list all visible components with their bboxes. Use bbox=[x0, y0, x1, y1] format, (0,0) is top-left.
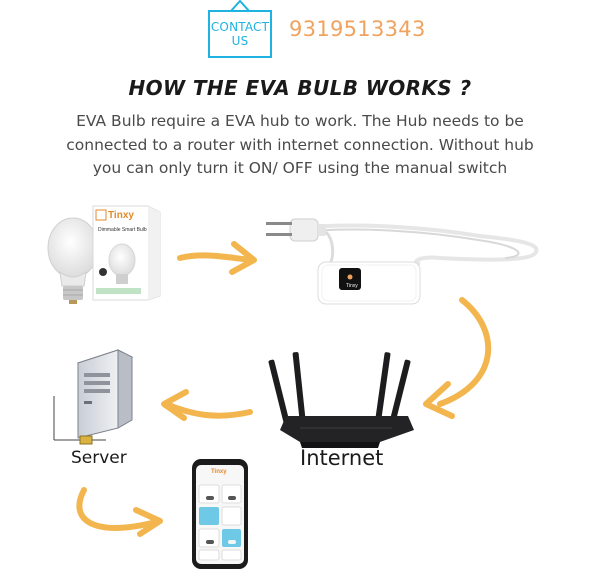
page-title: HOW THE EVA BULB WORKS ? bbox=[128, 76, 472, 100]
bulb-box-subtitle: Dimmable Smart Bulb bbox=[98, 227, 147, 233]
phone-number[interactable]: 9319513343 bbox=[289, 17, 426, 41]
arrow-icon bbox=[177, 241, 257, 275]
arrow-icon bbox=[76, 487, 163, 537]
contact-label-line1: CONTACT bbox=[210, 20, 270, 34]
contact-us-button[interactable]: CONTACT US bbox=[208, 10, 272, 58]
description: EVA Bulb require a EVA hub to work. The … bbox=[40, 110, 560, 181]
phone-app-brand: Tinxy bbox=[211, 469, 227, 475]
description-line: you can only turn it ON/ OFF using the m… bbox=[92, 159, 508, 177]
contact-hanger-icon bbox=[229, 0, 251, 12]
smartphone-icon bbox=[192, 459, 248, 569]
description-line: EVA Bulb require a EVA hub to work. The … bbox=[76, 112, 524, 130]
bulb-box-brand: Tinxy bbox=[108, 210, 134, 221]
contact-label-line2: US bbox=[231, 34, 249, 48]
arrow-icon bbox=[161, 389, 253, 421]
description-line: connected to a router with internet conn… bbox=[66, 135, 534, 154]
server-icon bbox=[53, 349, 134, 445]
smart-bulb-icon bbox=[47, 217, 99, 304]
arrow-icon bbox=[423, 297, 492, 419]
bulb-box-icon bbox=[92, 205, 161, 301]
router-icon bbox=[268, 352, 414, 448]
server-label: Server bbox=[71, 448, 127, 468]
internet-label: Internet bbox=[300, 446, 384, 470]
hub-brand: Tinxy bbox=[346, 283, 358, 289]
hub-plug-icon bbox=[266, 218, 539, 305]
